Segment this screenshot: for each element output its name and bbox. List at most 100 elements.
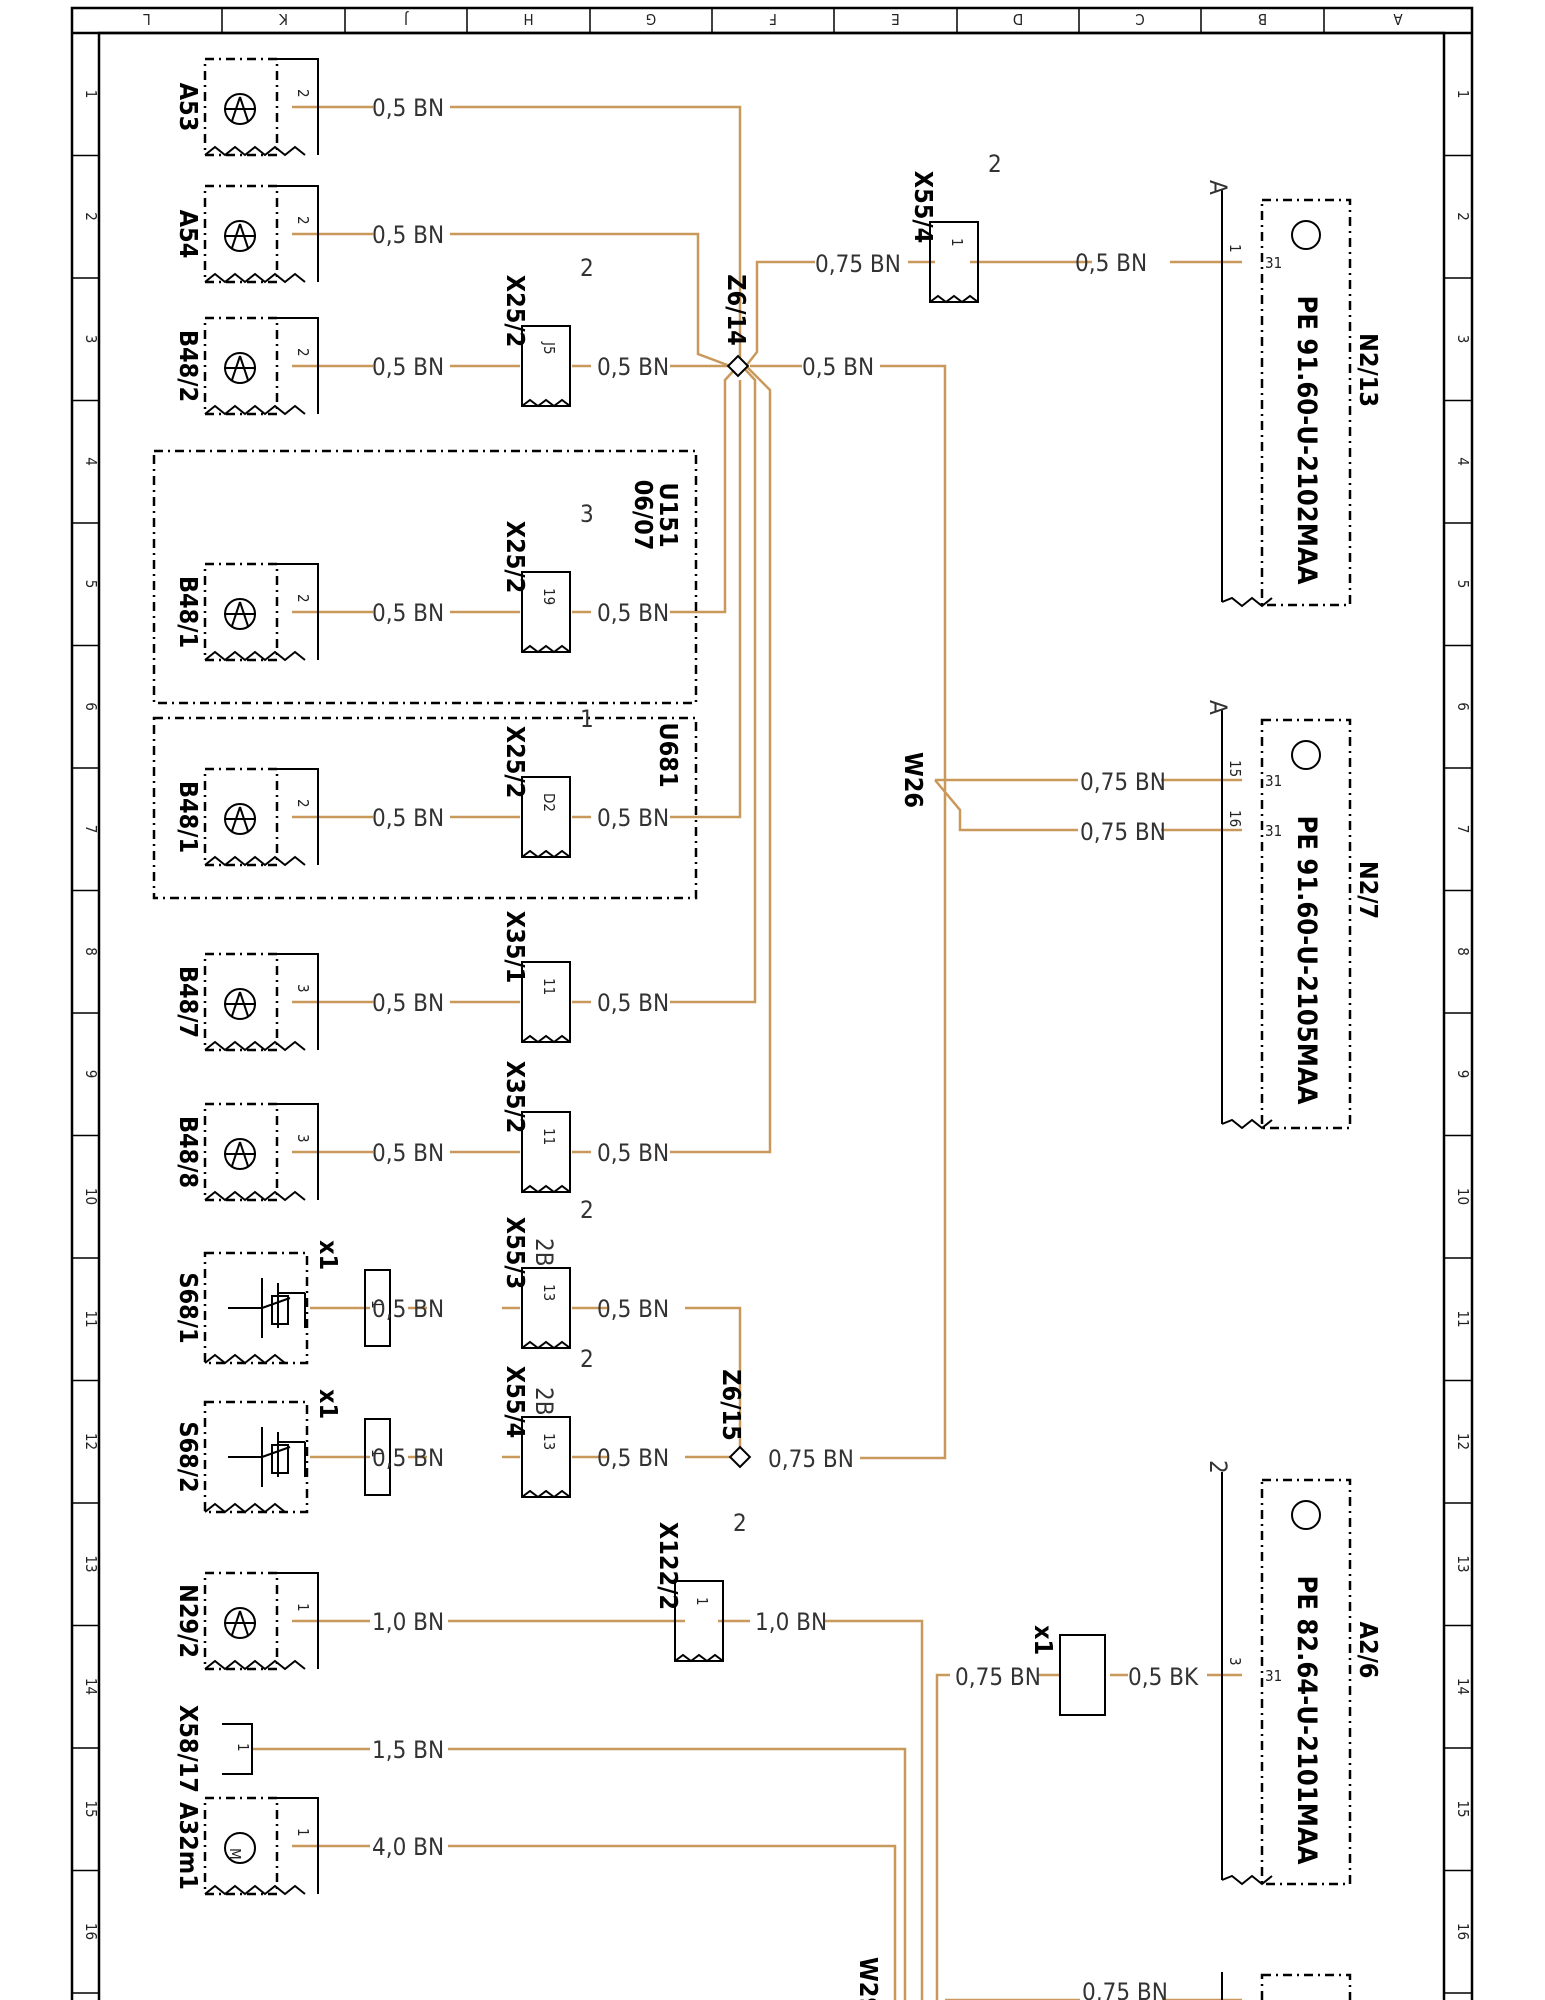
connector-tag: 2B [530,1387,558,1416]
switch-resistor [271,1444,289,1474]
component-label: X58/17 [174,1705,203,1793]
component-label: B48/1 [174,576,203,648]
grid-row-label-left: 13 [82,1555,100,1572]
grid-column-label: D [1013,10,1023,28]
pin-number: 1 [1226,244,1244,253]
grid-column-label: K [278,10,288,28]
grid-row-label-left: 9 [82,1070,100,1079]
grid-row-label-right: 5 [1454,580,1472,589]
connector-label: X35/2 [501,1061,530,1134]
connector-pin: 1 [693,1597,711,1606]
sensor-outline [204,1572,319,1671]
grid-row-label-right: 8 [1454,947,1472,956]
grid-column-label: H [523,10,533,28]
transistor-glyph [224,1610,256,1636]
connector-pin: 11 [540,978,558,995]
plug-outline [222,1723,253,1775]
wiring [252,105,1242,2000]
connector-pin: J5 [540,341,558,355]
connector-wavy [521,849,571,859]
connector-pin: 11 [540,1128,558,1145]
variant-boxes [152,449,698,900]
transistor-glyph [224,355,256,381]
sensor-box [203,1796,279,1896]
component-label: N29/2 [174,1584,203,1658]
variant-code: U681 [654,722,683,787]
grid-row-label-left: 14 [82,1678,100,1695]
wire-label: 0,75 BN [1080,818,1166,846]
grid-row-label-left: 6 [82,702,100,711]
connector-wavy [521,398,571,408]
wire-label: 0,5 BN [597,1139,669,1167]
pin-label: x1 [314,1389,343,1419]
module-code: PE 91.60-U-2102MAA [1291,296,1322,585]
module-id: N2/7 [1354,861,1383,919]
wavy-edge [204,1502,286,1514]
grid-row-label-right: 4 [1454,457,1472,466]
wire-label: 0,5 BN [372,599,444,627]
motor-mark: M [226,1848,244,1860]
connector-wavy [674,1653,724,1663]
grid-row-label-right: 3 [1454,335,1472,344]
wire-label: 4,0 BN [372,1833,444,1861]
grid-row-label-left: 10 [82,1188,100,1205]
grid-row-label-left: 11 [82,1310,100,1327]
grid-row-label-left: 4 [82,457,100,466]
pin-number: 1 [368,1449,386,1458]
grid-column-label: G [646,10,656,28]
wire-label: 0,75 BN [1082,1978,1168,2000]
grid-column-label: B [1258,10,1267,28]
module-outlines [1221,190,1352,2000]
transistor-glyph [224,223,256,249]
connector-number: 2 [580,254,594,282]
transistor-glyph [224,806,256,832]
sensor-outline [204,185,319,284]
pin-socket [364,1418,391,1496]
connector-x35-2: 11 X35/2 0,5 BN [501,1061,669,1194]
pin-label: 2 [294,348,312,357]
pin-number: 1 [368,1300,386,1309]
connector-tag: 2B [530,1238,558,1267]
connector-label: X25/2 [501,275,530,348]
module-mark: A [1204,180,1232,195]
variant-note: 06/07 [629,480,658,551]
bundle-label: W29 [854,1957,883,2000]
transistor-glyph [224,96,256,122]
connector-pin: 1 [948,238,966,247]
module-mark: 2 [1204,1460,1232,1474]
wire-label: 0,5 BN [372,353,444,381]
wire-label: 0,5 BN [597,1295,669,1323]
sensor-outline [204,563,319,662]
transistor-glyph [224,991,256,1017]
component-label: B48/1 [174,781,203,853]
component-label: B48/8 [174,1116,203,1188]
component-label: A53 [174,83,203,132]
pin-label: 1 [294,1828,312,1837]
grid-row-label-left: 5 [82,580,100,589]
component-label: B48/7 [174,966,203,1038]
wire-label: 0,5 BN [597,989,669,1017]
sensor-box [203,57,279,157]
connector-label: X25/2 [501,521,530,594]
pin-number: 3 [1226,1657,1244,1666]
splice-label: Z6/14 [722,274,751,345]
module-id: N2/13 [1354,333,1383,407]
connector-pin: 19 [540,588,558,605]
grid-row-label-right: 6 [1454,702,1472,711]
pin-label: x1 [314,1240,343,1270]
grid-column-label: C [1135,10,1144,28]
grid-row-label-left: 7 [82,825,100,834]
motor-circle [224,1832,256,1864]
